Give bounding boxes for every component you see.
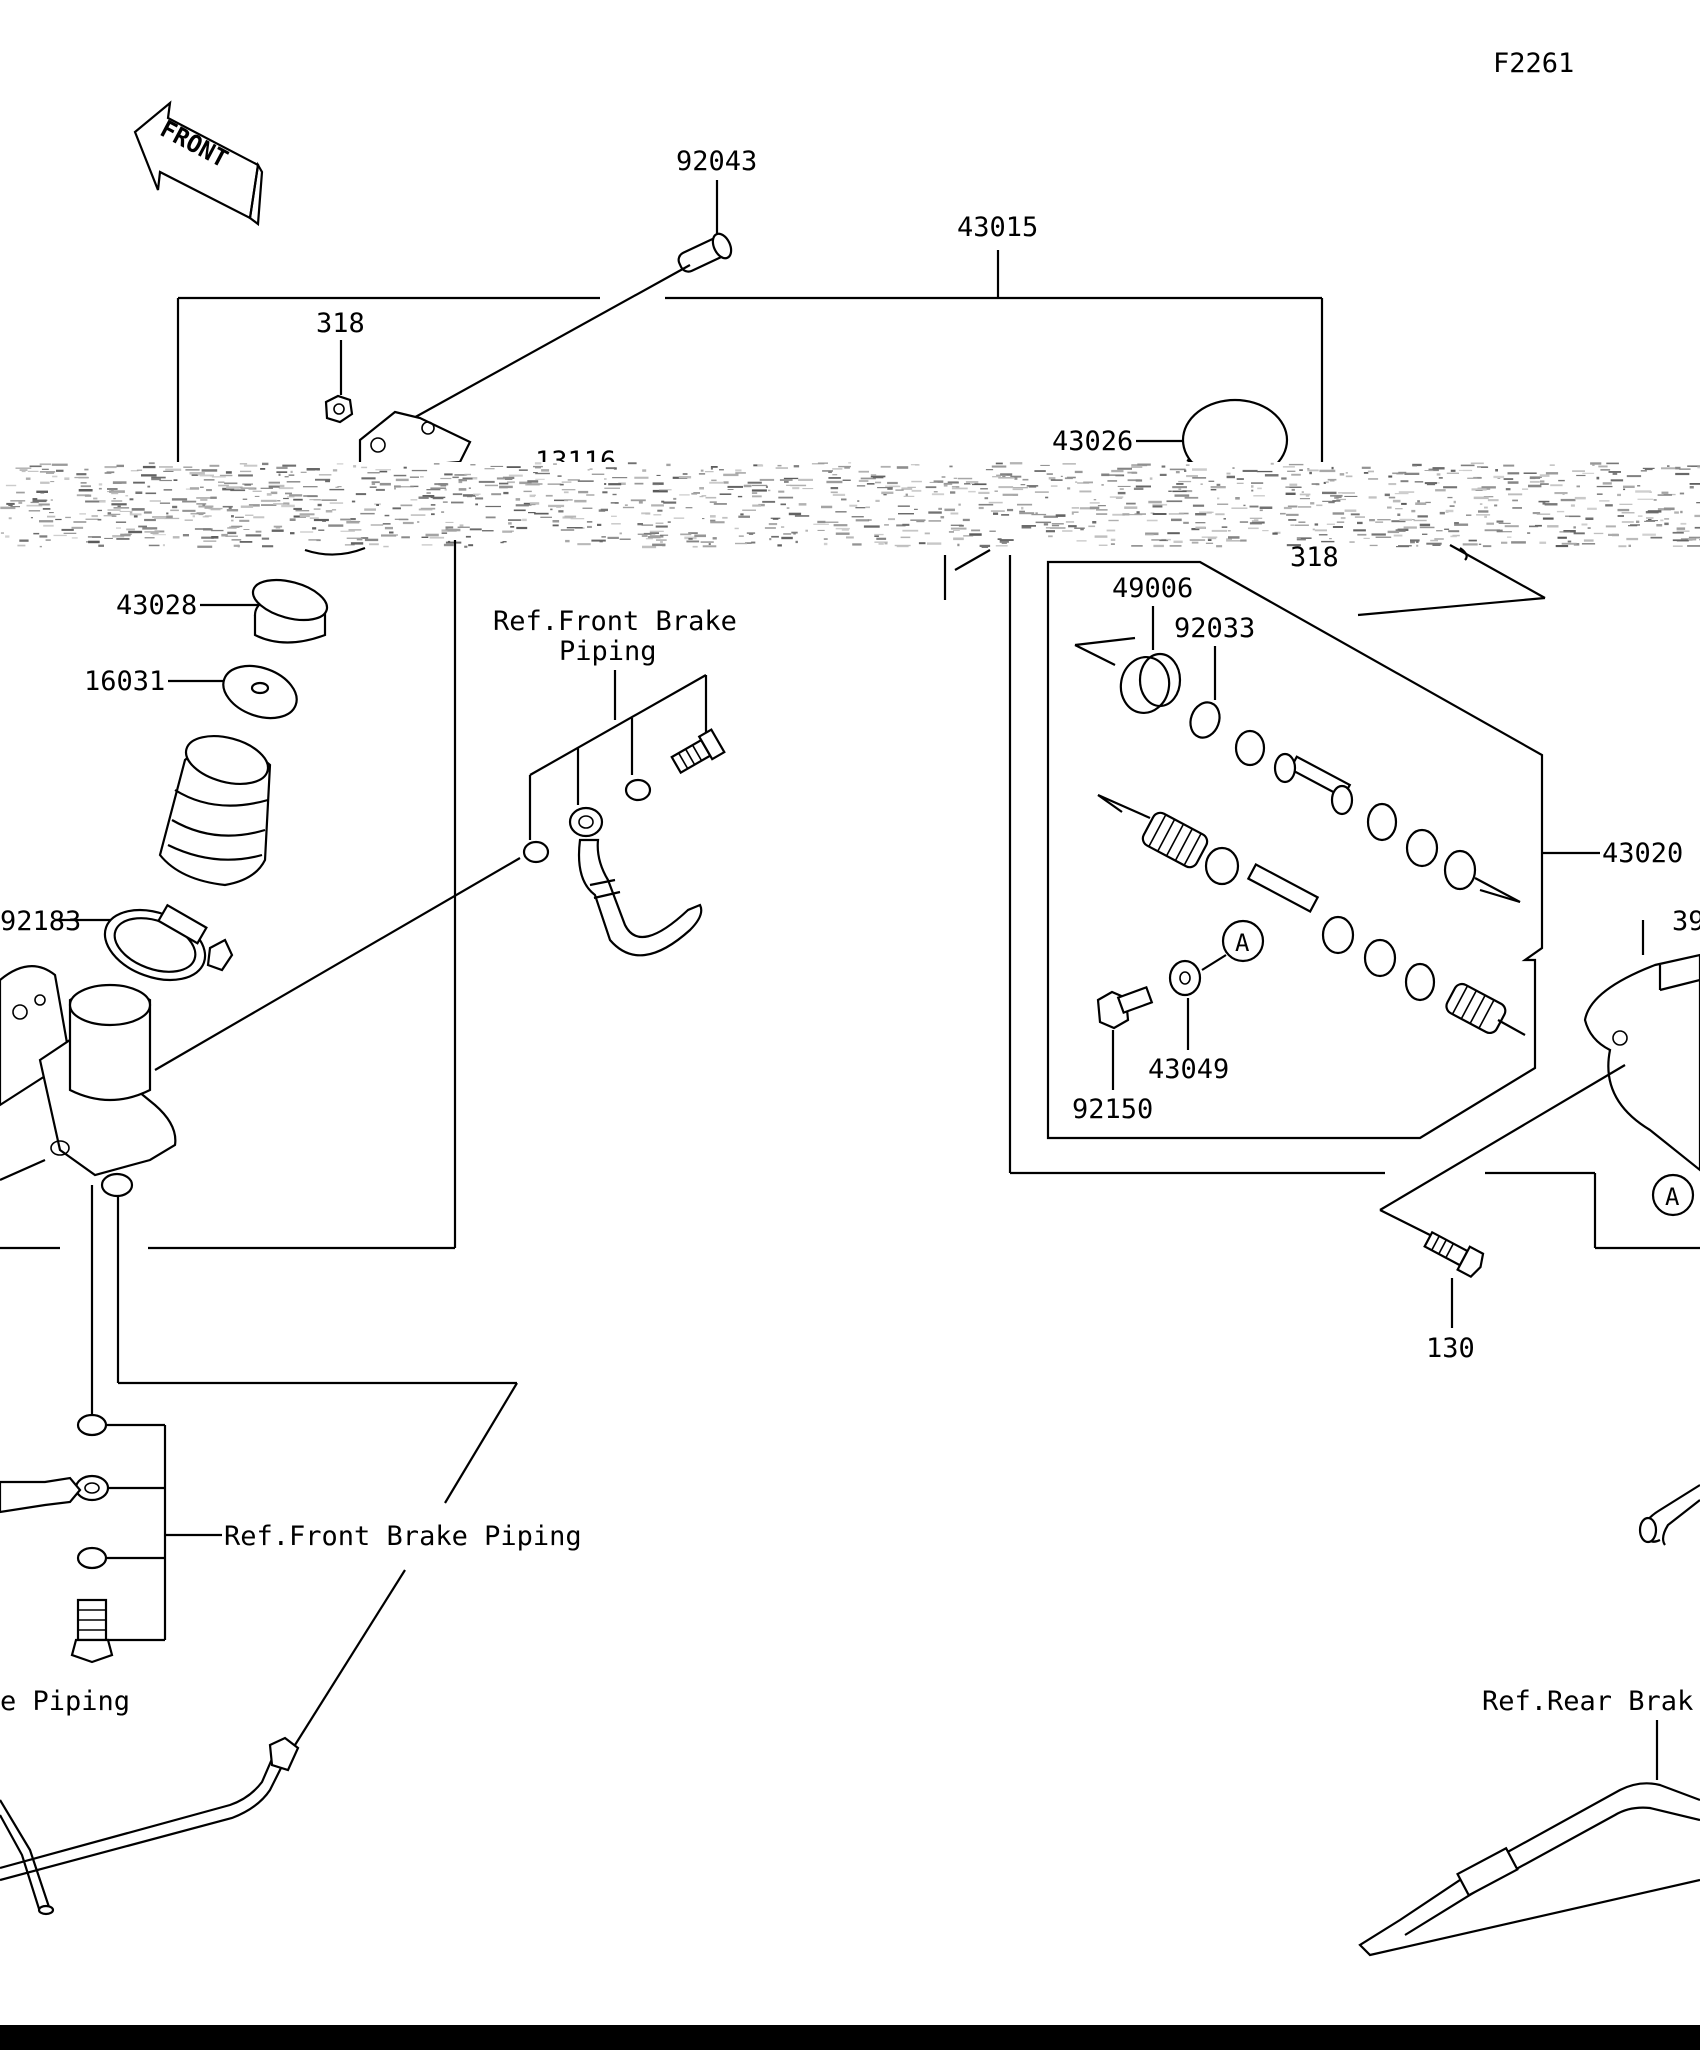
part-label-43015: 43015 [957, 212, 1038, 243]
svg-text:A: A [1665, 1183, 1680, 1211]
part-label-130: 130 [1426, 1333, 1475, 1364]
part-label-92183: 92183 [0, 906, 81, 937]
part-label-43026: 43026 [1052, 426, 1133, 457]
bottom-left-brake-line [0, 1736, 300, 1916]
part-43028 [200, 578, 329, 644]
part-318-right [1357, 544, 1546, 617]
part-boot [158, 735, 272, 887]
part-130 [1379, 1064, 1626, 1328]
part-label-43028: 43028 [116, 590, 197, 621]
ref-front-brake-piping-1-line2: Piping [559, 636, 657, 667]
part-label-92043: 92043 [676, 146, 757, 177]
left-cylinder-frame [0, 540, 457, 1250]
part-92183 [55, 903, 234, 982]
right-assembly-frame [943, 549, 1700, 1250]
part-16031 [168, 664, 298, 720]
part-label-43020: 43020 [1602, 838, 1683, 869]
bracket-43015 [176, 250, 1324, 470]
scan-noise-band [0, 462, 1700, 549]
part-lever-bracket [358, 410, 472, 472]
leader-master-to-hose [154, 857, 521, 1071]
part-label-92150: 92150 [1072, 1094, 1153, 1125]
part-master-cylinder [0, 965, 177, 1198]
front-arrow-icon: FRONT [133, 100, 264, 227]
part-label-49006: 49006 [1112, 573, 1193, 604]
part-label-39: 39 [1672, 906, 1700, 937]
svg-text:A: A [1235, 929, 1250, 957]
ref-front-brake-piping-2: Ref.Front Brake Piping [224, 1521, 582, 1552]
right-hose-fragment [1638, 1484, 1700, 1546]
circle-marker-a-2: A [1651, 1173, 1695, 1217]
circle-marker-a-1: A [1221, 919, 1265, 963]
ref-front-brake-piping-1-line1: Ref.Front Brake [493, 606, 737, 637]
lower-brake-piping [0, 1185, 518, 1746]
part-label-318-top: 318 [316, 308, 365, 339]
part-label-43049: 43049 [1148, 1054, 1229, 1085]
figure-code: F2261 [1493, 48, 1574, 79]
ref-rear-brake [1358, 1720, 1700, 1957]
kit-internals [1074, 606, 1526, 1090]
ref-brake-piping-left: e Piping [0, 1686, 130, 1717]
part-318-top [324, 340, 354, 424]
ref-rear-brake-label: Ref.Rear Brak [1482, 1686, 1693, 1717]
ref-front-brake-piping-1 [522, 670, 726, 957]
part-label-92033: 92033 [1174, 613, 1255, 644]
part-arc-fragment [304, 546, 366, 556]
part-label-318-right: 318 [1290, 542, 1339, 573]
part-label-16031: 16031 [84, 666, 165, 697]
kit-frame-43020 [1046, 560, 1600, 1140]
part-right-body [1583, 920, 1700, 1172]
bottom-bar [0, 2025, 1700, 2050]
part-92043 [409, 180, 733, 421]
